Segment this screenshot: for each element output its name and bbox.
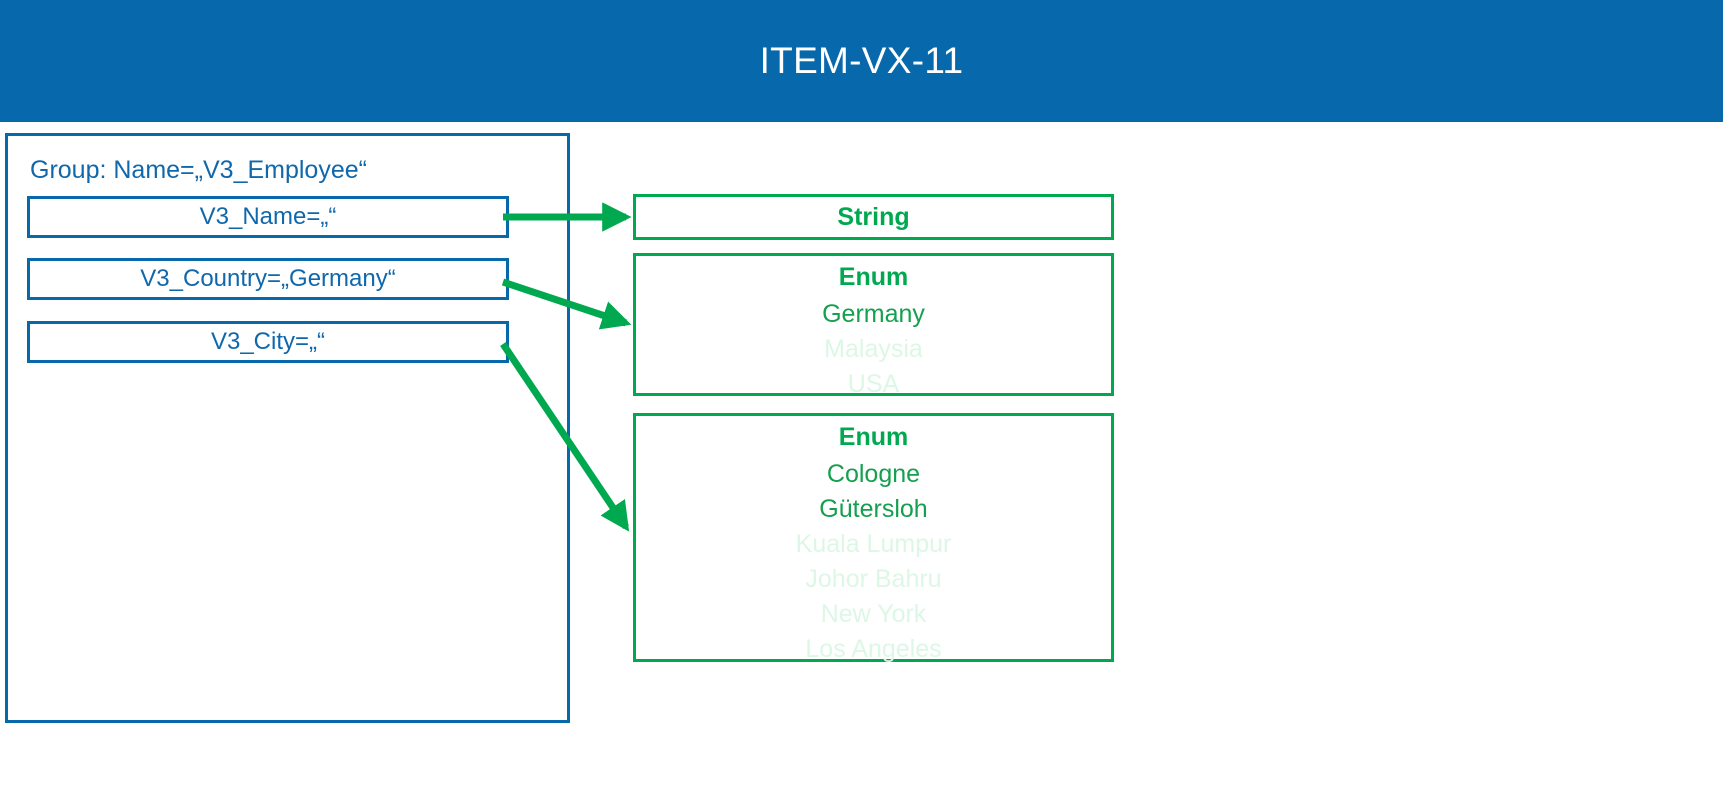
type-kind-label: Enum [838,263,909,291]
header-bar: ITEM-VX-11 [0,0,1723,122]
type-box-city-enum[interactable]: Enum Cologne Gütersloh Kuala Lumpur Joho… [633,413,1114,663]
enum-option: New York [820,600,927,628]
group-panel: Group: Name=„V3_Employee“ V3_Name=„“ V3_… [5,133,570,723]
enum-option[interactable]: Gütersloh [819,495,928,523]
enum-option: Los Angeles [805,635,942,663]
enum-option: Kuala Lumpur [795,530,952,558]
enum-option: USA [847,370,900,398]
enum-option: Malaysia [824,335,923,363]
attribute-box-v3-name[interactable]: V3_Name=„“ [27,196,509,238]
type-box-string[interactable]: String [633,194,1114,240]
enum-option[interactable]: Cologne [826,460,921,488]
attribute-box-v3-city[interactable]: V3_City=„“ [27,321,509,363]
attribute-box-v3-country[interactable]: V3_Country=„Germany“ [27,258,509,300]
type-box-country-enum[interactable]: Enum Germany Malaysia USA [633,253,1114,398]
page-title: ITEM-VX-11 [759,40,964,81]
enum-option: Johor Bahru [805,565,942,593]
enum-option[interactable]: Germany [822,300,925,328]
type-kind-label: Enum [838,423,909,451]
type-kind-label: String [837,203,910,231]
group-label: Group: Name=„V3_Employee“ [30,156,367,184]
